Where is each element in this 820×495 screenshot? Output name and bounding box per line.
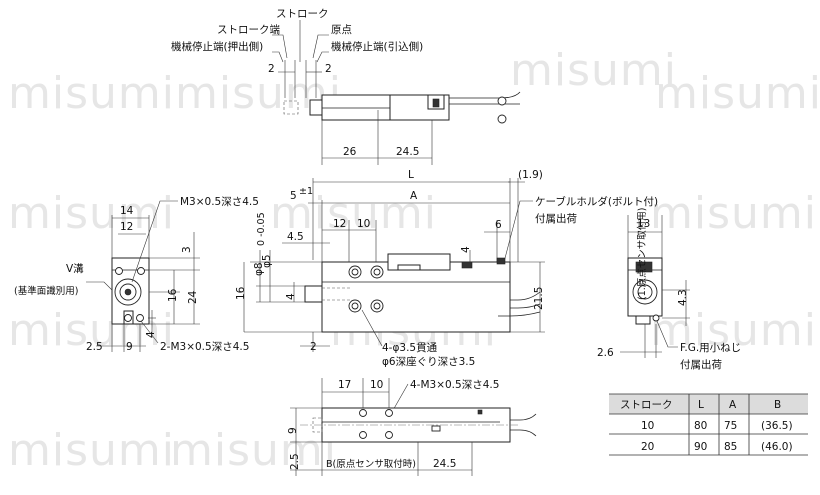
dim-10-label: 10 [370,379,383,391]
dim-24-5-label: 24.5 [433,458,456,470]
watermark: misumi [650,188,817,239]
dim-16-label: 16 [235,286,247,300]
origin-label: 原点 [331,24,352,36]
hole-note-1-label: 4-φ3.5貫通 [382,342,438,354]
v-groove-label: V溝 [66,262,84,275]
gap-right-label: 2 [325,63,332,75]
dim-2-5-label: 2.5 [86,341,103,353]
stroke-label: ストローク [276,8,329,20]
dim-5-label: 5 [290,190,297,202]
watermark: misumi [650,305,817,356]
watermark: misumi [8,425,175,476]
phi5-label: φ5 [261,254,273,268]
table-cell: 80 [694,420,707,432]
dim-2-6-label: 2.6 [597,347,614,359]
dim-14-label: 14 [120,205,134,217]
cable-holder-note-label: 付属出荷 [535,212,577,225]
dim-4-5-label: 4.5 [287,231,304,243]
watermark: misumi [170,425,337,476]
dim-4-label: 4 [145,331,157,338]
fg-screw-label: F.G.用小ねじ [680,342,741,354]
dim-10-label: 10 [357,218,370,230]
gap-left-label: 2 [268,63,275,75]
mech-stop-retract-label: 機械停止端(引込側) [331,40,423,53]
dim-4-3-label: 4.3 [677,289,689,306]
watermark: misumi [510,45,677,96]
table-cell: 85 [724,441,737,453]
watermark: misumi [8,68,175,119]
dim-4-left-label: 4 [285,293,297,300]
dim-26-label: 26 [343,146,357,158]
dim-1-9-label: (1.9) [518,169,543,181]
dim-9-label: 9 [287,427,299,434]
m3-note-label: M3×0.5深さ4.5 [180,196,259,208]
bottom-view: 17 10 4-M3×0.5深さ4.5 9 2.5 B(原点センサ取付時) 24… [287,378,537,476]
top-view: ストローク ストローク端 原点 機械停止端(押出側) 機械停止端(引込側) 2 … [171,8,521,165]
dim-24-label: 24 [187,290,199,304]
dim-2-5-label: 2.5 [289,453,301,470]
dim-12-label: 12 [120,221,133,233]
side-view: L (1.9) A 5 ±1 ケーブルホルダ(ボルト付) 付属出荷 12 10 … [235,169,658,368]
phi8-tol-label: 0 -0.05 [256,212,267,246]
table-header: B [774,399,781,411]
table-cell: (36.5) [761,420,793,432]
dim-13-label: 13 [637,218,650,230]
dim-3-label: 3 [181,246,193,253]
dim-24-5-label: 24.5 [396,146,419,158]
m3-note-2-label: 2-M3×0.5深さ4.5 [160,341,249,353]
table-header: ストローク [620,399,673,411]
dim-2-label: 2 [310,341,317,353]
dim-9-label: 9 [126,341,133,353]
sensor-note-label: (1.原点センサ取付用) [637,208,648,300]
L-label: L [408,169,414,181]
fg-note-label: 付属出荷 [680,358,722,371]
dim-12-label: 12 [333,218,346,230]
mech-stop-push-label: 機械停止端(押出側) [171,40,263,53]
phi8-label: φ8 [253,262,265,276]
v-groove-note-label: (基準面識別用) [14,285,78,297]
watermark: misumi [270,188,437,239]
A-label: A [410,190,418,202]
watermark: misumi [655,68,820,119]
dim-21-5-label: 21.5 [533,287,545,310]
table-header: L [698,399,704,411]
dim-16-label: 16 [167,288,179,302]
b-note-label: B(原点センサ取付時) [326,459,416,470]
dim-17-label: 17 [338,379,351,391]
right-view: 13 (1.原点センサ取付用) 4.3 2.6 F.G.用小ねじ 付属出荷 [597,208,741,371]
dim-4-top-label: 4 [460,246,472,253]
m3-note-label: 4-M3×0.5深さ4.5 [410,379,499,391]
stroke-end-label: ストローク端 [217,23,280,36]
table-cell: 75 [724,420,737,432]
cable-holder-label: ケーブルホルダ(ボルト付) [535,195,658,208]
watermark: misumi [8,188,175,239]
left-view: 14 12 M3×0.5深さ4.5 3 16 24 4 V溝 (基準面識別用) … [14,196,259,353]
spec-table: ストローク L A B 10 80 75 (36.5) 20 90 85 (46… [609,393,808,456]
table-header: A [729,399,737,411]
table-cell: 90 [694,441,707,453]
hole-note-2-label: φ6深座ぐり深さ3.5 [382,355,475,368]
table-cell: 20 [641,441,654,453]
dim-6-label: 6 [495,219,502,231]
table-cell: 10 [641,420,654,432]
table-cell: (46.0) [761,441,793,453]
dim-5-tol-label: ±1 [299,186,313,197]
